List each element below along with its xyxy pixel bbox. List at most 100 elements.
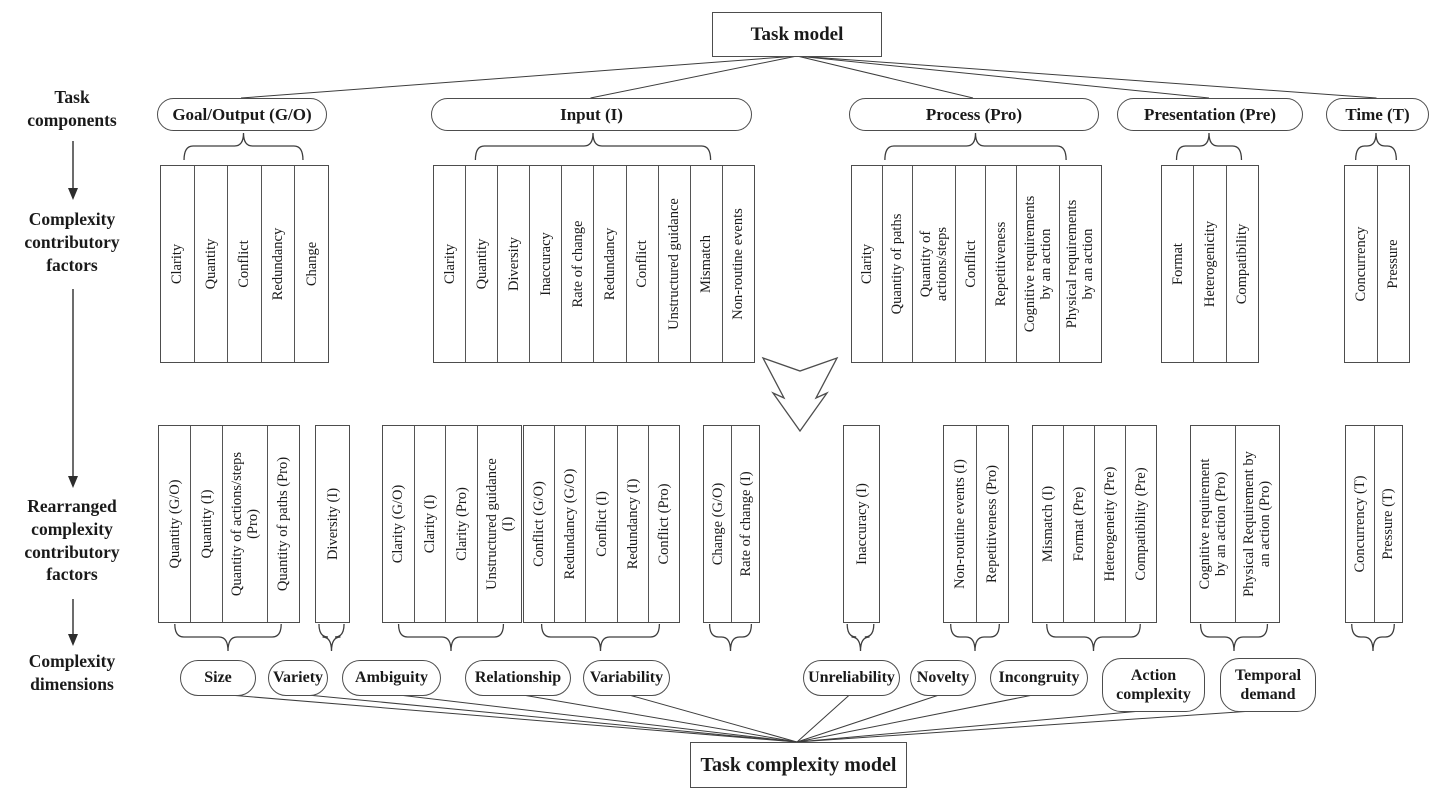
label-complexity-dimensions: Complexity dimensions xyxy=(28,651,116,694)
factor-text: Quantity (I) xyxy=(198,489,215,559)
factor-cell: Clarity (I) xyxy=(413,426,446,622)
label-task-components: Task components xyxy=(27,87,117,130)
component-brace xyxy=(884,132,1067,161)
factor-cell: Compatibility xyxy=(1225,166,1258,362)
dimension-variability: Variability xyxy=(583,660,670,696)
factor-cell: Rate of change xyxy=(561,166,593,362)
task-complexity-model-label: Task complexity model xyxy=(700,753,897,776)
component-brace xyxy=(1355,132,1397,161)
rearranged-size: Quantity (G/O) Quantity (I) Quantity of ac… xyxy=(158,425,300,623)
task-model-connector xyxy=(590,55,798,99)
factor-text: Cognitive requirement by an action (Pro) xyxy=(1196,458,1229,590)
factor-cell: Physical Requirement by an action (Pro) xyxy=(1234,426,1280,622)
factor-cell: Clarity xyxy=(434,166,465,362)
label-rearranged-factors: Rearranged complexity contributory facto… xyxy=(24,496,120,585)
rearranged-unreliability: Inaccuracy (I) xyxy=(843,425,880,623)
factor-cell: Pressure xyxy=(1376,166,1410,362)
task-complexity-connector xyxy=(796,709,1268,743)
factor-cell: Heterogenicity xyxy=(1193,166,1225,362)
factor-text: Heterogenicity xyxy=(1201,220,1218,308)
rearranged-temporal-demand: Concurrency (T)Pressure (T) xyxy=(1345,425,1403,623)
factor-cell: Concurrency xyxy=(1345,166,1377,362)
rearranged-relationship: Conflict (G/O) Redundancy (G/O) Conflict (… xyxy=(523,425,680,623)
factor-cell: Quantity of paths (Pro) xyxy=(266,426,299,622)
factor-cell: Conflict (G/O) xyxy=(524,426,554,622)
factor-cell: Change (G/O) xyxy=(704,426,731,622)
component-label: Time (T) xyxy=(1345,104,1410,124)
factor-text: Repetitiveness (Pro) xyxy=(984,465,1001,583)
factor-cell: Clarity xyxy=(852,166,882,362)
factor-cell: Conflict xyxy=(954,166,986,362)
factor-text: Redundancy xyxy=(601,227,618,301)
factor-cell: Compatibility (Pre) xyxy=(1125,426,1156,622)
dimension-brace xyxy=(1351,623,1395,652)
dimension-brace xyxy=(846,623,875,652)
factor-text: Conflict (Pro) xyxy=(655,483,672,565)
dimension-label: Novelty xyxy=(916,669,970,687)
component-brace xyxy=(183,132,304,161)
factor-text: Cognitive requirements by an action xyxy=(1021,195,1054,333)
component-brace xyxy=(1175,132,1243,161)
factor-cell: Redundancy xyxy=(593,166,625,362)
factor-text: Clarity xyxy=(441,243,458,285)
factor-text: Conflict (I) xyxy=(593,491,610,557)
component-label: Presentation (Pre) xyxy=(1143,104,1277,124)
factor-cell: Clarity (Pro) xyxy=(445,426,477,622)
dimension-action-complexity: Action complexity xyxy=(1102,658,1205,712)
factor-cell: Repetitiveness (Pro) xyxy=(975,426,1009,622)
factor-cell: Quantity (G/O) xyxy=(159,426,190,622)
dimension-brace xyxy=(1046,623,1141,652)
factor-cell: Conflict xyxy=(625,166,658,362)
factor-text: Conflict (G/O) xyxy=(530,481,547,567)
dimension-label: Action complexity xyxy=(1116,666,1191,703)
task-complexity-connector xyxy=(216,693,798,743)
factor-cell: Quantity xyxy=(465,166,497,362)
factor-cell: Quantity of actions/steps (Pro) xyxy=(222,426,267,622)
factor-text: Redundancy xyxy=(269,227,286,301)
factor-cell: Unstructured guidance xyxy=(657,166,690,362)
task-complexity-connector xyxy=(796,693,943,743)
factor-text: Unstructured guidance xyxy=(666,198,683,330)
rearranged-novelty: Non-routine events (I) Repetitiveness (Pr… xyxy=(943,425,1009,623)
component-goal-output: Goal/Output (G/O) xyxy=(157,98,327,131)
factor-cell: Heterogeneity (Pre) xyxy=(1094,426,1125,622)
dimension-brace xyxy=(318,623,345,652)
rearranged-variety: Diversity (I) xyxy=(315,425,350,623)
factors-presentation: Format Heterogenicity Compatibility xyxy=(1161,165,1259,363)
factor-cell: Inaccuracy xyxy=(529,166,561,362)
factor-cell: Pressure (T) xyxy=(1373,426,1403,622)
dimension-label: Relationship xyxy=(474,669,562,687)
dimension-label: Variability xyxy=(589,669,664,687)
factor-text: Unstructured guidance (I) xyxy=(483,458,516,590)
task-model-connector xyxy=(796,55,1377,99)
factor-text: Non-routine events (I) xyxy=(951,459,968,589)
factor-text: Quantity of actions/steps (Pro) xyxy=(228,451,262,597)
factor-cell: Redundancy xyxy=(260,166,295,362)
task-model-connector xyxy=(240,55,798,99)
task-complexity-connector xyxy=(296,693,798,743)
dimension-relationship: Relationship xyxy=(465,660,571,696)
factor-cell: Quantity (I) xyxy=(190,426,222,622)
dimension-brace xyxy=(174,623,282,652)
factors-time: Concurrency Pressure xyxy=(1344,165,1410,363)
factor-text: Pressure xyxy=(1385,239,1402,289)
factor-text: Redundancy (G/O) xyxy=(562,468,579,580)
label-complexity-contributory-factors: Complexity contributory factors xyxy=(24,209,120,275)
task-complexity-connector xyxy=(796,709,1153,743)
task-model-label: Task model xyxy=(750,23,844,45)
factor-cell: Unstructured guidance (I) xyxy=(477,426,521,622)
factor-cell: Mismatch xyxy=(689,166,722,362)
factor-cell: Format xyxy=(1162,166,1193,362)
task-model-box: Task model xyxy=(712,12,882,57)
task-complexity-connector xyxy=(796,693,1039,743)
dimension-label: Incongruity xyxy=(998,669,1080,687)
component-process: Process (Pro) xyxy=(849,98,1099,131)
factor-cell: Repetitiveness xyxy=(985,166,1016,362)
dimension-label: Ambiguity xyxy=(355,669,428,687)
factor-cell: Concurrency (T) xyxy=(1346,426,1374,622)
factor-text: Quantity (G/O) xyxy=(166,479,183,569)
factor-text: Redundancy (I) xyxy=(624,478,641,570)
factor-cell: Quantity of actions/steps xyxy=(912,166,954,362)
factor-text: Clarity (Pro) xyxy=(453,487,470,561)
